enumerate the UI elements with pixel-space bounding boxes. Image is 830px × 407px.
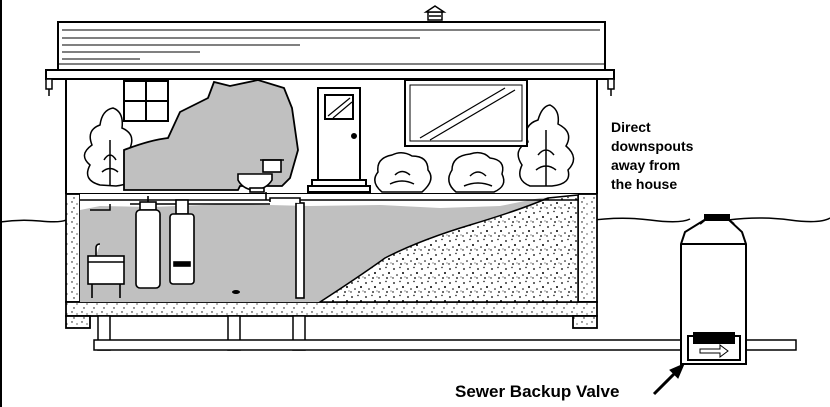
window-icon — [124, 81, 168, 121]
valve-manhole-icon — [681, 215, 746, 364]
sewer-backup-valve-label: Sewer Backup Valve — [455, 382, 619, 402]
downspout-note-line: Direct — [611, 118, 731, 137]
picture-window-icon — [405, 80, 527, 146]
water-heater-icon — [136, 196, 160, 288]
arrow-icon — [654, 364, 684, 394]
downspout-note-line: downspouts — [611, 137, 731, 156]
downspout-note-line: away from — [611, 156, 731, 175]
downspout-note: Direct downspouts away from the house — [611, 118, 731, 194]
floor-drain-icon — [232, 290, 240, 294]
door-icon — [308, 88, 370, 192]
downspout-note-line: the house — [611, 175, 731, 194]
roof-vent-icon — [426, 6, 444, 20]
